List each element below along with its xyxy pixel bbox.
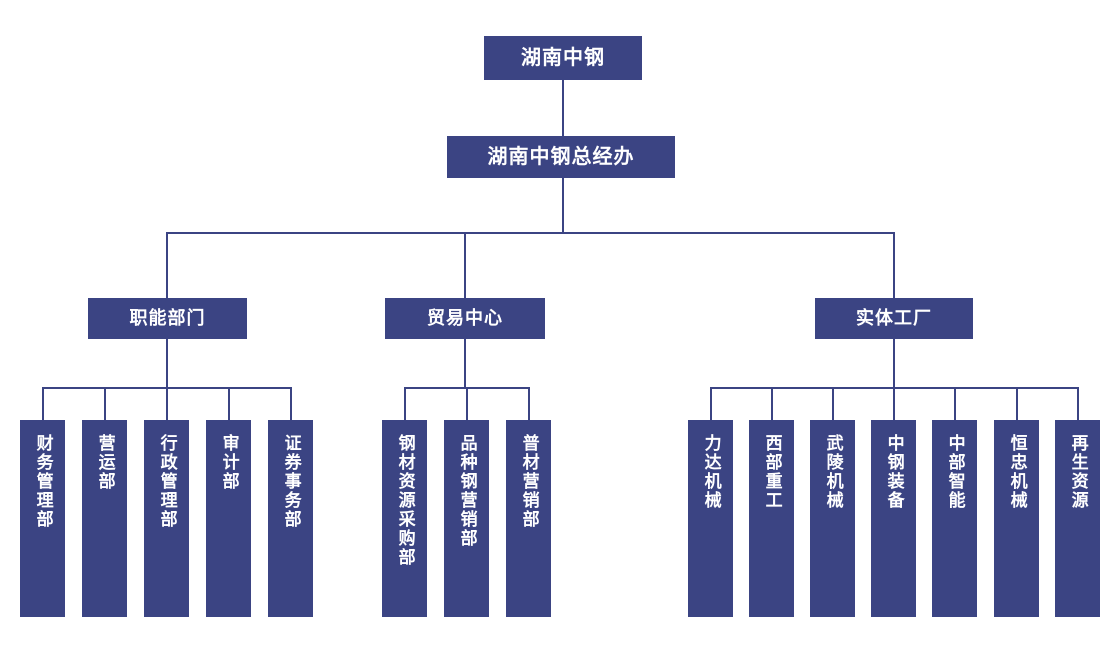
node-label: 财务管理部 [32, 434, 53, 529]
node-label: 职能部门 [129, 307, 206, 329]
node-leaf-lida-machinery[interactable]: 力达机械 [688, 420, 733, 617]
connector-division-2-drop [464, 339, 466, 387]
connector-bus-to-division-1 [166, 232, 168, 298]
connector-g1-leaf-2 [104, 387, 106, 420]
connector-g2-leaf-1 [404, 387, 406, 420]
connector-g3-leaf-6 [1016, 387, 1018, 420]
node-leaf-hengzhong-machinery[interactable]: 恒忠机械 [994, 420, 1039, 617]
connector-g1-leaf-4 [228, 387, 230, 420]
node-label: 实体工厂 [856, 307, 932, 329]
connector-division-1-drop [166, 339, 168, 387]
node-general-office[interactable]: 湖南中钢总经办 [447, 136, 675, 178]
connector-g3-leaf-1 [710, 387, 712, 420]
connector-g3-leaf-3 [832, 387, 834, 420]
node-leaf-specialty-steel-marketing[interactable]: 品种钢营销部 [444, 420, 489, 617]
connector-g3-leaf-4 [893, 387, 895, 420]
node-division-physical-factories[interactable]: 实体工厂 [815, 298, 973, 339]
node-label: 行政管理部 [156, 434, 177, 529]
node-label: 证券事务部 [280, 434, 301, 529]
node-label: 营运部 [94, 434, 115, 491]
connector-division-3-drop [893, 339, 895, 387]
connector-g2-leaf-3 [528, 387, 530, 420]
node-label: 审计部 [218, 434, 239, 491]
node-label: 普材营销部 [518, 434, 539, 529]
node-leaf-zhonggang-equipment[interactable]: 中钢装备 [871, 420, 916, 617]
node-leaf-administration[interactable]: 行政管理部 [144, 420, 189, 617]
connector-g2-leaf-2 [466, 387, 468, 420]
node-leaf-central-intelligent[interactable]: 中部智能 [932, 420, 977, 617]
node-leaf-securities-affairs[interactable]: 证券事务部 [268, 420, 313, 617]
node-leaf-operations[interactable]: 营运部 [82, 420, 127, 617]
node-root-hunan-zhonggang[interactable]: 湖南中钢 [484, 36, 642, 80]
node-label: 西部重工 [761, 434, 782, 510]
node-leaf-recycled-resources[interactable]: 再生资源 [1055, 420, 1100, 617]
connector-g3-leaf-2 [771, 387, 773, 420]
node-label: 力达机械 [700, 434, 721, 510]
node-label: 武陵机械 [822, 434, 843, 510]
node-label: 钢材资源采购部 [394, 434, 415, 567]
node-label: 中部智能 [944, 434, 965, 510]
node-leaf-western-heavy-industry[interactable]: 西部重工 [749, 420, 794, 617]
connector-g3-leaf-7 [1077, 387, 1079, 420]
connector-general-office-drop [562, 178, 564, 232]
connector-bus-to-division-2 [464, 232, 466, 298]
node-leaf-audit[interactable]: 审计部 [206, 420, 251, 617]
node-leaf-wuling-machinery[interactable]: 武陵机械 [810, 420, 855, 617]
node-division-trade-center[interactable]: 贸易中心 [385, 298, 545, 339]
node-division-functional-departments[interactable]: 职能部门 [88, 298, 247, 339]
connector-g1-leaf-3 [166, 387, 168, 420]
node-label: 湖南中钢总经办 [487, 144, 635, 169]
connector-bus-to-division-3 [893, 232, 895, 298]
node-label: 品种钢营销部 [456, 434, 477, 548]
node-leaf-finance-management[interactable]: 财务管理部 [20, 420, 65, 617]
node-label: 中钢装备 [883, 434, 904, 510]
node-leaf-steel-resource-procurement[interactable]: 钢材资源采购部 [382, 420, 427, 617]
connector-root-to-general-office [562, 80, 564, 136]
connector-g3-leaf-5 [954, 387, 956, 420]
node-label: 贸易中心 [427, 307, 503, 329]
node-leaf-general-steel-marketing[interactable]: 普材营销部 [506, 420, 551, 617]
node-label: 再生资源 [1067, 434, 1088, 510]
connector-g1-leaf-5 [290, 387, 292, 420]
node-label: 湖南中钢 [521, 45, 605, 70]
node-label: 恒忠机械 [1006, 434, 1027, 510]
connector-g1-leaf-1 [42, 387, 44, 420]
connector-division-bus [166, 232, 894, 234]
